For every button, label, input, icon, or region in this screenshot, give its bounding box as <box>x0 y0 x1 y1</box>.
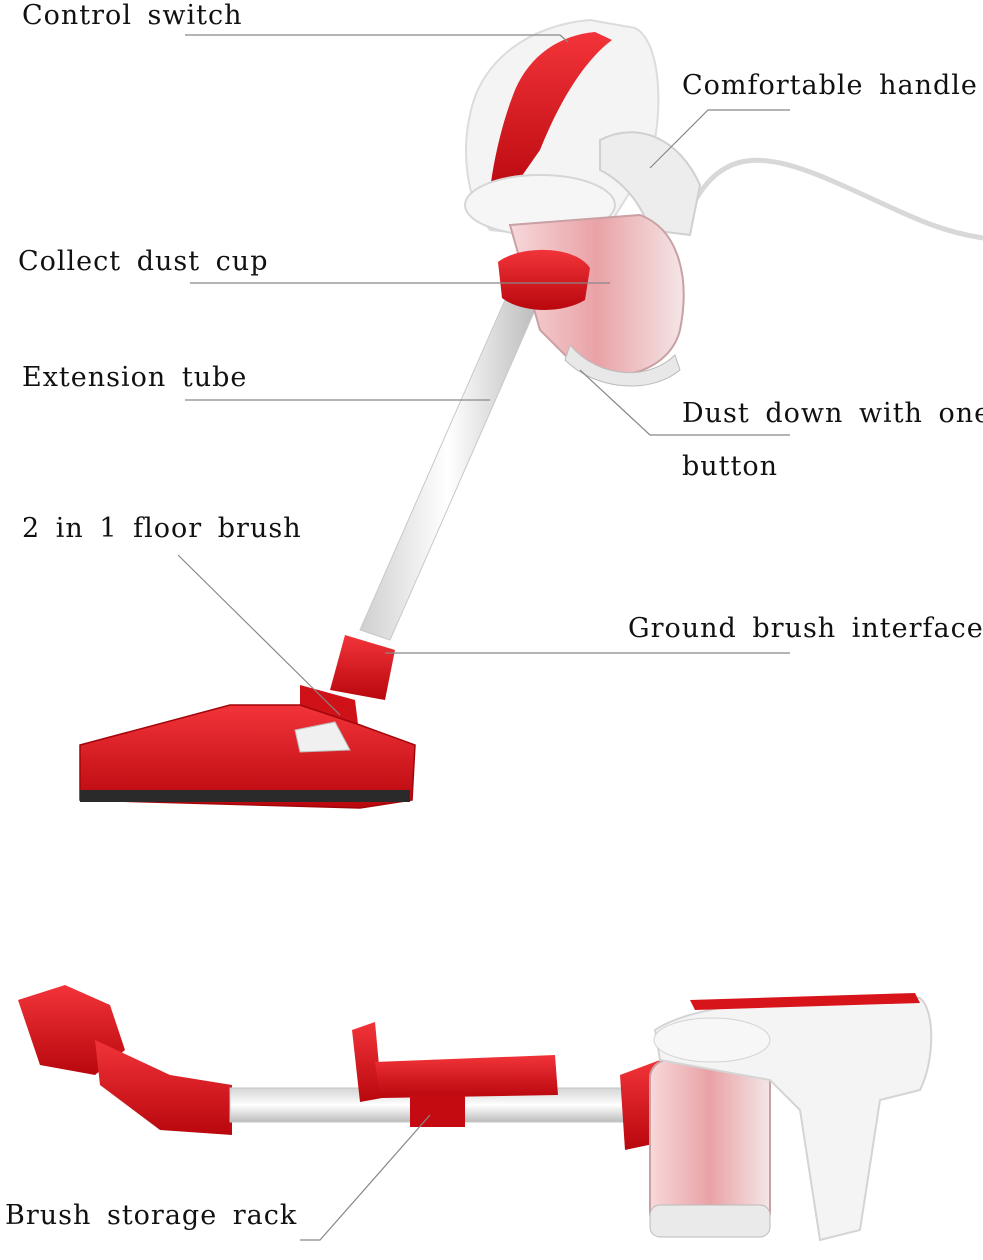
storage-rack-nozzle <box>375 1055 558 1098</box>
handheld-vacuum <box>18 985 933 1242</box>
brush-neck <box>330 635 395 700</box>
handheld-scallop <box>653 1017 771 1063</box>
label-floor-brush: 2 in 1 floor brush <box>22 513 302 544</box>
label-collect-dust-cup: Collect dust cup <box>18 246 269 277</box>
leader-lines <box>177 34 790 1241</box>
label-comfortable-handle: Comfortable handle <box>682 70 978 101</box>
leader-floor-brush <box>177 554 341 716</box>
leader-comfortable-handle <box>649 109 790 169</box>
label-extension-tube: Extension tube <box>22 362 248 393</box>
leader-brush-storage-rack <box>300 1114 431 1241</box>
extension-tube <box>359 299 536 641</box>
cup-base <box>564 344 681 387</box>
storage-rack-clip <box>410 1095 465 1127</box>
red-joint <box>498 249 590 310</box>
handheld-red-stripe <box>690 993 920 1010</box>
label-dust-down-line2: button <box>682 451 779 482</box>
upright-vacuum <box>79 18 983 809</box>
storage-rack-brush <box>352 1022 382 1102</box>
handle <box>599 131 702 237</box>
brush-window <box>294 721 351 753</box>
label-control-switch: Control switch <box>22 0 243 31</box>
label-brush-storage-rack: Brush storage rack <box>5 1200 298 1231</box>
leader-control-switch <box>185 34 569 43</box>
red-top-stripe <box>490 32 612 200</box>
label-ground-brush-interface: Ground brush interface <box>628 613 983 644</box>
brush-bristles <box>80 790 410 802</box>
handheld-cup-base <box>649 1204 771 1238</box>
handheld-elbow <box>95 1040 232 1135</box>
power-cord <box>687 157 983 241</box>
leader-dust-down <box>579 369 790 436</box>
label-dust-down-line1: Dust down with one <box>682 398 983 429</box>
